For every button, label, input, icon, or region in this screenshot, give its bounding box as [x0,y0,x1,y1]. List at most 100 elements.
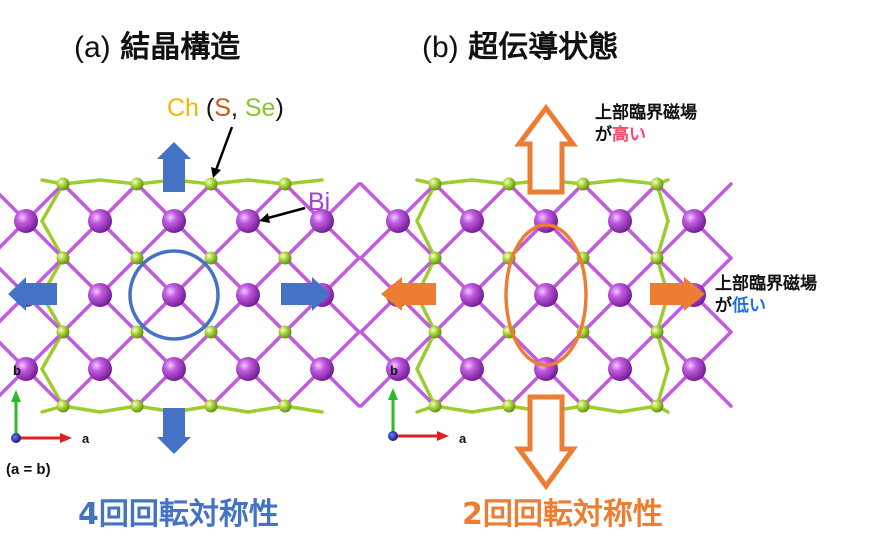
bi-atom [608,209,632,233]
ch-atom [204,177,218,191]
panel-a-title: (a) 結晶構造 [74,22,240,66]
ch-bond [40,330,65,371]
bi-atom [682,357,706,381]
arrow-up-b [514,103,578,195]
b-axis-arrowhead [388,388,398,400]
ch-bond [40,219,65,260]
bi-atom [236,283,260,307]
ch-atom [502,399,516,413]
bi-atom [608,357,632,381]
chalcogen-label: Ch (S, Se) [167,94,284,123]
bi-atom [162,357,186,381]
ch-atom [576,399,590,413]
arrow-left-a [8,277,57,311]
panel-b-title-text: 超伝導状態 [468,30,619,65]
bi-atom [310,357,334,381]
bi-atom [88,357,112,381]
horizontal-note-line2: が低い [715,295,817,317]
vertical-field-note: 上部臨界磁場 が高い [595,102,697,146]
arrow-up-a [157,142,191,192]
bi-atom [310,209,334,233]
bi-atom [14,357,38,381]
ch-atom [130,399,144,413]
arrow-right-a [281,277,330,311]
bi-atom [608,283,632,307]
arrow-right-b [650,277,705,311]
ch-atom [278,251,292,265]
paren-close: ) [275,94,284,122]
bi-atom [534,283,558,307]
ch-leader-line [214,126,234,171]
ch-label: Ch [167,94,199,122]
ch-atom [56,399,70,413]
comma: , [230,94,245,122]
panel-b-axis-b-label: b [390,363,398,378]
symmetry-circle [128,249,220,341]
bi-atom [534,209,558,233]
panel-b-axis-a-label: a [459,431,467,446]
horizontal-note-prefix: が [715,296,732,316]
ch-atom [278,399,292,413]
high-text: 高い [612,125,646,145]
equal-axes-note: (a = b) [6,461,51,478]
panel-a-axis-b-label: b [13,363,21,378]
arrow-down-b [514,394,578,491]
overlay-marks [8,103,705,491]
bi-atom [162,209,186,233]
ch-bond [40,367,65,408]
bi-atom [534,357,558,381]
ch-atom [204,251,218,265]
c-axis-origin [388,431,398,441]
ch-atom [428,177,442,191]
arrow-down-a [157,408,191,454]
ch-atom [576,177,590,191]
bi-atom [88,283,112,307]
ch-atom [502,177,516,191]
bi-atom [682,209,706,233]
ch-atom [204,399,218,413]
vertical-note-prefix: が [595,125,612,145]
ch-atom [56,251,70,265]
two-fold-symmetry-label: 2回回転対称性 [462,497,663,532]
bi-atom [236,209,260,233]
horizontal-note-line1: 上部臨界磁場 [715,274,817,294]
bi-atom [14,209,38,233]
ch-bond [415,219,437,260]
ch-atom [130,251,144,265]
s-label: S [214,94,231,122]
vertical-note-line1: 上部臨界磁場 [595,103,697,123]
b-axis-arrowhead [11,390,21,402]
ch-atom [278,177,292,191]
ch-atom [204,325,218,339]
ch-atom [278,325,292,339]
bi-atom [460,209,484,233]
panel-b-title: (b) 超伝導状態 [422,22,618,66]
ch-atom [428,251,442,265]
ch-atom [650,399,664,413]
four-fold-symmetry-label: 4回回転対称性 [78,497,279,532]
symmetry-ellipse [504,223,588,367]
bi-atom [386,357,410,381]
ch-atom [130,177,144,191]
bi-atom [386,209,410,233]
paren-open: ( [198,94,215,122]
crystal-lattice-a [0,177,361,414]
panel-a-title-text: 結晶構造 [120,30,241,65]
bi-leader-arrowhead [259,213,270,223]
a-axis-arrowhead [437,431,449,441]
bi-atom [88,209,112,233]
se-label: Se [244,94,276,122]
bi-atom [460,283,484,307]
ch-atom [130,325,144,339]
a-axis-arrowhead [60,433,72,443]
ch-atom [428,399,442,413]
ch-atom [428,325,442,339]
panel-b-letter: (b) [422,31,459,64]
ch-bond [415,182,437,223]
bi-atom [236,357,260,381]
ch-bond [415,330,437,371]
vertical-note-line2: が高い [595,124,697,146]
ch-atom [650,251,664,265]
ch-atom [650,177,664,191]
low-text: 低い [732,296,766,316]
